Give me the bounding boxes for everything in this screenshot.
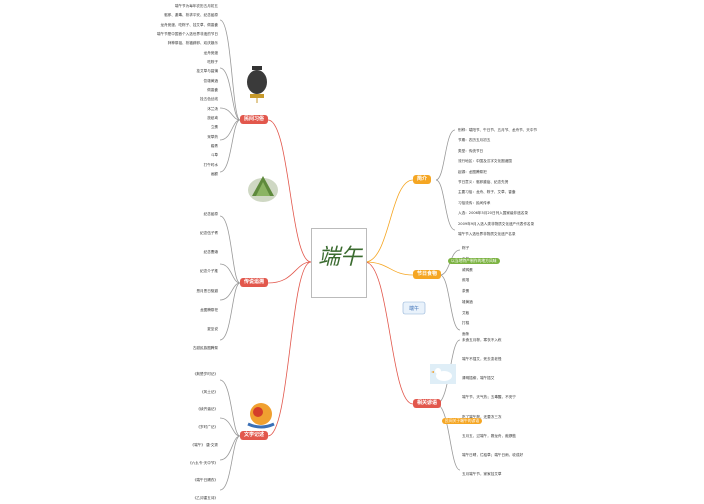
folk-custom-item[interactable]: 端午节是中国首个入选世界非遗的节日: [156, 32, 218, 36]
literature-item[interactable]: 《端午日赐衣》: [192, 478, 218, 483]
hub-proverbs[interactable]: 相关谚语: [413, 399, 442, 408]
literature-item[interactable]: 《荆楚岁时记》: [192, 372, 218, 376]
folk-custom-item[interactable]: 端午节为每年农历五月初五: [174, 4, 218, 8]
folk-custom-item[interactable]: 放纸鸢: [207, 116, 218, 120]
folk-custom-item[interactable]: 斗草: [210, 153, 218, 158]
folk-custom-item[interactable]: 吃粽子: [207, 60, 218, 64]
hub-food[interactable]: 节日食物: [413, 270, 442, 279]
folk-custom-item[interactable]: 龙舟竞渡、吃粽子、挂艾草、佩香囊: [160, 22, 219, 27]
food-item[interactable]: 煎堆: [462, 278, 470, 283]
literature-item[interactable]: 《乙卯重五诗》: [192, 496, 218, 500]
proverb-sub-label[interactable]: 民间关于端午的谚语: [442, 418, 483, 424]
food-item[interactable]: 面条: [462, 332, 470, 336]
intro-item[interactable]: 起源：龙图腾祭祀: [458, 169, 487, 174]
legend-item[interactable]: 夏至说: [207, 326, 218, 331]
intro-item[interactable]: 别称：端阳节、午日节、五月节、龙舟节、天中节: [458, 128, 538, 132]
intro-item[interactable]: 端午节入选世界非物质文化遗产名录: [458, 232, 516, 236]
folk-custom-item[interactable]: 佩香囊: [207, 88, 218, 92]
proverb-item[interactable]: 端午日晴，烂稻草；端午日雨，收成好: [462, 452, 524, 457]
folk-custom-item[interactable]: 挂艾草与菖蒲: [196, 69, 218, 74]
folk-custom-item[interactable]: 沐兰汤: [207, 106, 218, 111]
literature-item[interactable]: 《端午》 唐·文秀: [190, 442, 218, 447]
svg-text:端午: 端午: [409, 305, 419, 312]
literature-item[interactable]: 《风土记》: [200, 389, 218, 394]
folk-custom-item[interactable]: 画额: [210, 172, 218, 176]
dragon-boat-illustration: [244, 400, 278, 430]
food-item[interactable]: 粽子: [462, 246, 470, 250]
hub-legends[interactable]: 传说追溯: [240, 278, 269, 287]
literature-item[interactable]: 《六幺令·天中节》: [188, 460, 218, 465]
sign-illustration: 端午: [402, 300, 426, 315]
intro-item[interactable]: 入选：2006年5月20日列入国家级非遗名录: [458, 211, 528, 216]
food-item[interactable]: 艾粄: [462, 310, 470, 315]
folk-custom-item[interactable]: 驱邪、避毒、祈求平安、纪念屈原: [164, 13, 218, 18]
proverb-item[interactable]: 端午节，天气热；五毒醒，不安宁: [462, 395, 516, 400]
lantern-illustration: [244, 64, 270, 104]
literature-item[interactable]: 《岁时广记》: [196, 425, 218, 430]
proverb-item[interactable]: 清明插柳，端午插艾: [462, 376, 495, 381]
legend-item[interactable]: 纪念屈原: [203, 212, 218, 216]
food-item[interactable]: 咸鸭蛋: [462, 267, 473, 272]
food-sub-label[interactable]: 以当地特产制作的地方风味: [448, 258, 500, 264]
folk-custom-item[interactable]: 龙舟竞渡: [203, 50, 218, 55]
folk-custom-item[interactable]: 饮雄黄酒: [203, 78, 218, 83]
intro-item[interactable]: 流行地区：中国及汉字文化圈诸国: [458, 159, 512, 164]
food-item[interactable]: 雄黄酒: [462, 299, 473, 304]
folk-custom-item[interactable]: 拴五色丝线: [200, 97, 218, 102]
legend-item[interactable]: 纪念介子推: [200, 269, 218, 274]
legend-item[interactable]: 古越民族图腾祭: [192, 346, 218, 350]
intro-item[interactable]: 主要习俗：龙舟、粽子、艾草、香囊: [458, 190, 516, 195]
intro-item[interactable]: 类型：传统节日: [458, 148, 484, 153]
proverb-item[interactable]: 端午不插艾，死去变老怪: [462, 357, 502, 362]
hub-intro[interactable]: 简介: [413, 175, 432, 184]
folk-custom-item[interactable]: 采草药: [207, 134, 218, 139]
proverb-item[interactable]: 五月端午节，家家挂艾草: [462, 472, 502, 476]
intro-item[interactable]: 节期：农历五月初五: [458, 138, 491, 143]
goose-illustration: [430, 364, 456, 384]
center-topic[interactable]: 端午: [311, 228, 367, 298]
intro-item[interactable]: 2009年9月入选人类非物质文化遗产代表作名录: [458, 221, 535, 226]
center-title: 端午: [318, 245, 363, 270]
zongzi-illustration: [246, 170, 280, 206]
proverb-item[interactable]: 未食五月粽，寒衣不入栋: [462, 338, 502, 342]
hub-folk-customs[interactable]: 民间习俗: [240, 115, 269, 124]
intro-item[interactable]: 节日意义：驱邪避疫、纪念先贤: [458, 180, 509, 184]
literature-item[interactable]: 《续齐谐记》: [196, 407, 218, 412]
folk-custom-item[interactable]: 踏青: [210, 144, 218, 148]
folk-custom-item[interactable]: 立蛋: [210, 125, 218, 130]
intro-item[interactable]: 习俗流传：民间传承: [458, 200, 491, 205]
proverb-item[interactable]: 吃了端午粽，还要冻三冻: [462, 414, 502, 419]
food-item[interactable]: 打糕: [462, 321, 470, 326]
legend-item[interactable]: 纪念曹娥: [203, 250, 218, 255]
legend-item[interactable]: 龙图腾祭祀: [200, 307, 218, 312]
proverb-item[interactable]: 五月五，过端午，赛龙舟，敲锣鼓: [462, 433, 516, 438]
legend-item[interactable]: 纪念伍子胥: [200, 231, 218, 236]
hub-literature[interactable]: 文学记述: [240, 431, 269, 440]
legend-item[interactable]: 恶月恶日驱避: [196, 288, 218, 293]
folk-custom-item[interactable]: 拜神祭祖、祈福辟邪、欢庆娱乐: [167, 41, 218, 46]
folk-custom-item[interactable]: 打午时水: [203, 162, 218, 167]
food-item[interactable]: 茶蛋: [462, 289, 470, 293]
